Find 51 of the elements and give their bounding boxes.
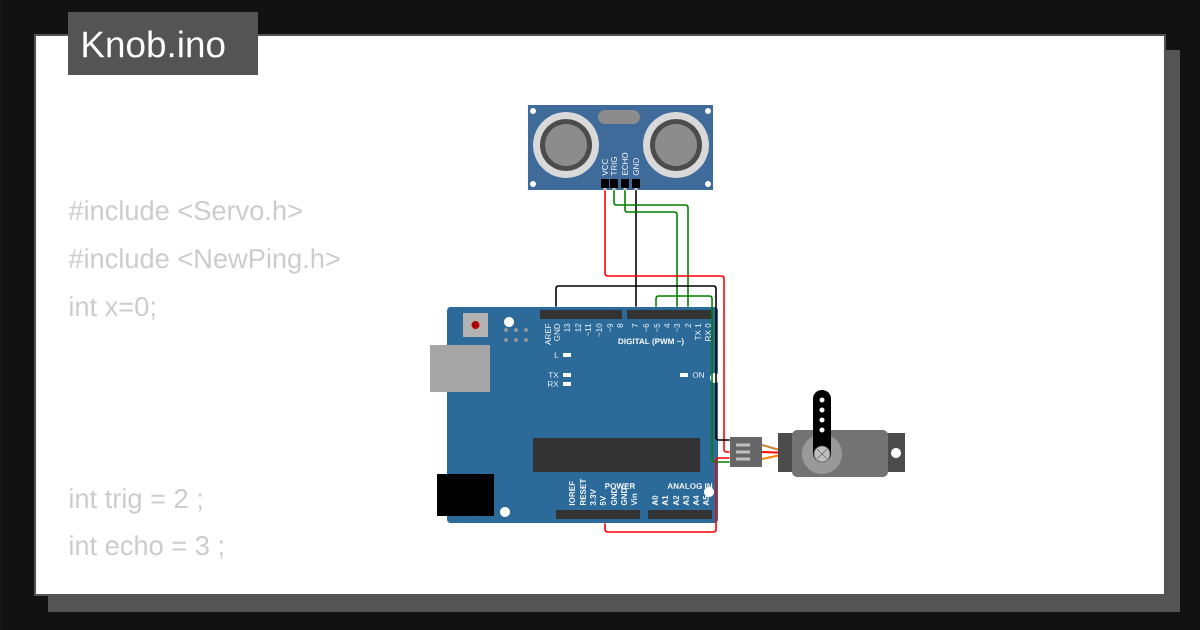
pin-label: RX 0 — [705, 323, 711, 341]
pin-label: A2 — [673, 495, 679, 506]
pin-label: Vin — [631, 493, 637, 506]
pin-label: ~5 — [654, 323, 660, 333]
ultrasonic-sensor-drawing — [528, 105, 713, 190]
pin-label: A5 — [703, 495, 709, 506]
pin-label: 13 — [564, 323, 570, 332]
pin-label: VCC — [602, 158, 608, 176]
pin-label: GND — [633, 158, 639, 176]
wire — [604, 189, 731, 453]
wire — [624, 189, 678, 308]
board-label: TX — [548, 372, 559, 378]
microcontroller-board-drawing — [430, 307, 720, 523]
board-label: L — [554, 352, 559, 358]
board-label: ANALOG IN — [667, 483, 713, 489]
board-label: RX — [548, 381, 559, 387]
pin-label: 8 — [617, 323, 623, 328]
pin-label: AREF — [545, 323, 551, 345]
pin-label: 3.3V — [590, 489, 596, 506]
pin-label: ~6 — [643, 323, 649, 333]
pin-label: 12 — [575, 323, 581, 332]
wire — [604, 457, 731, 533]
pin-label: A1 — [662, 495, 668, 506]
pin-label: 7 — [632, 323, 638, 328]
pin-label: GND — [554, 323, 560, 341]
pin-label: ~9 — [607, 323, 613, 333]
board-label: DIGITAL (PWM ~) — [618, 338, 684, 346]
pin-label: RESET — [580, 478, 586, 506]
board-label: POWER — [605, 483, 636, 489]
pin-label: ECHO — [622, 152, 628, 175]
pin-label: 5V — [600, 495, 606, 506]
pin-label: ~3 — [674, 323, 680, 333]
title-tab: Knob.ino — [68, 12, 258, 75]
servo-motor-drawing — [730, 390, 905, 477]
pin-label: 4 — [664, 323, 670, 328]
pin-label: GND — [621, 488, 627, 506]
pin-label: TRIG — [611, 156, 617, 176]
pin-label: TX 1 — [695, 323, 701, 341]
board-label: ON — [692, 372, 704, 378]
pin-label: 2 — [685, 323, 691, 328]
wire — [555, 285, 731, 441]
pin-label: IOREF — [569, 481, 575, 506]
wire — [655, 295, 731, 463]
wire — [613, 189, 689, 308]
pin-label: A0 — [652, 495, 658, 506]
pin-label: A4 — [693, 495, 699, 506]
wire — [635, 189, 637, 308]
pin-label: ~10 — [596, 323, 602, 337]
pin-label: ~11 — [585, 323, 591, 337]
pin-label: A3 — [683, 495, 689, 506]
pin-label: GND — [611, 488, 617, 506]
